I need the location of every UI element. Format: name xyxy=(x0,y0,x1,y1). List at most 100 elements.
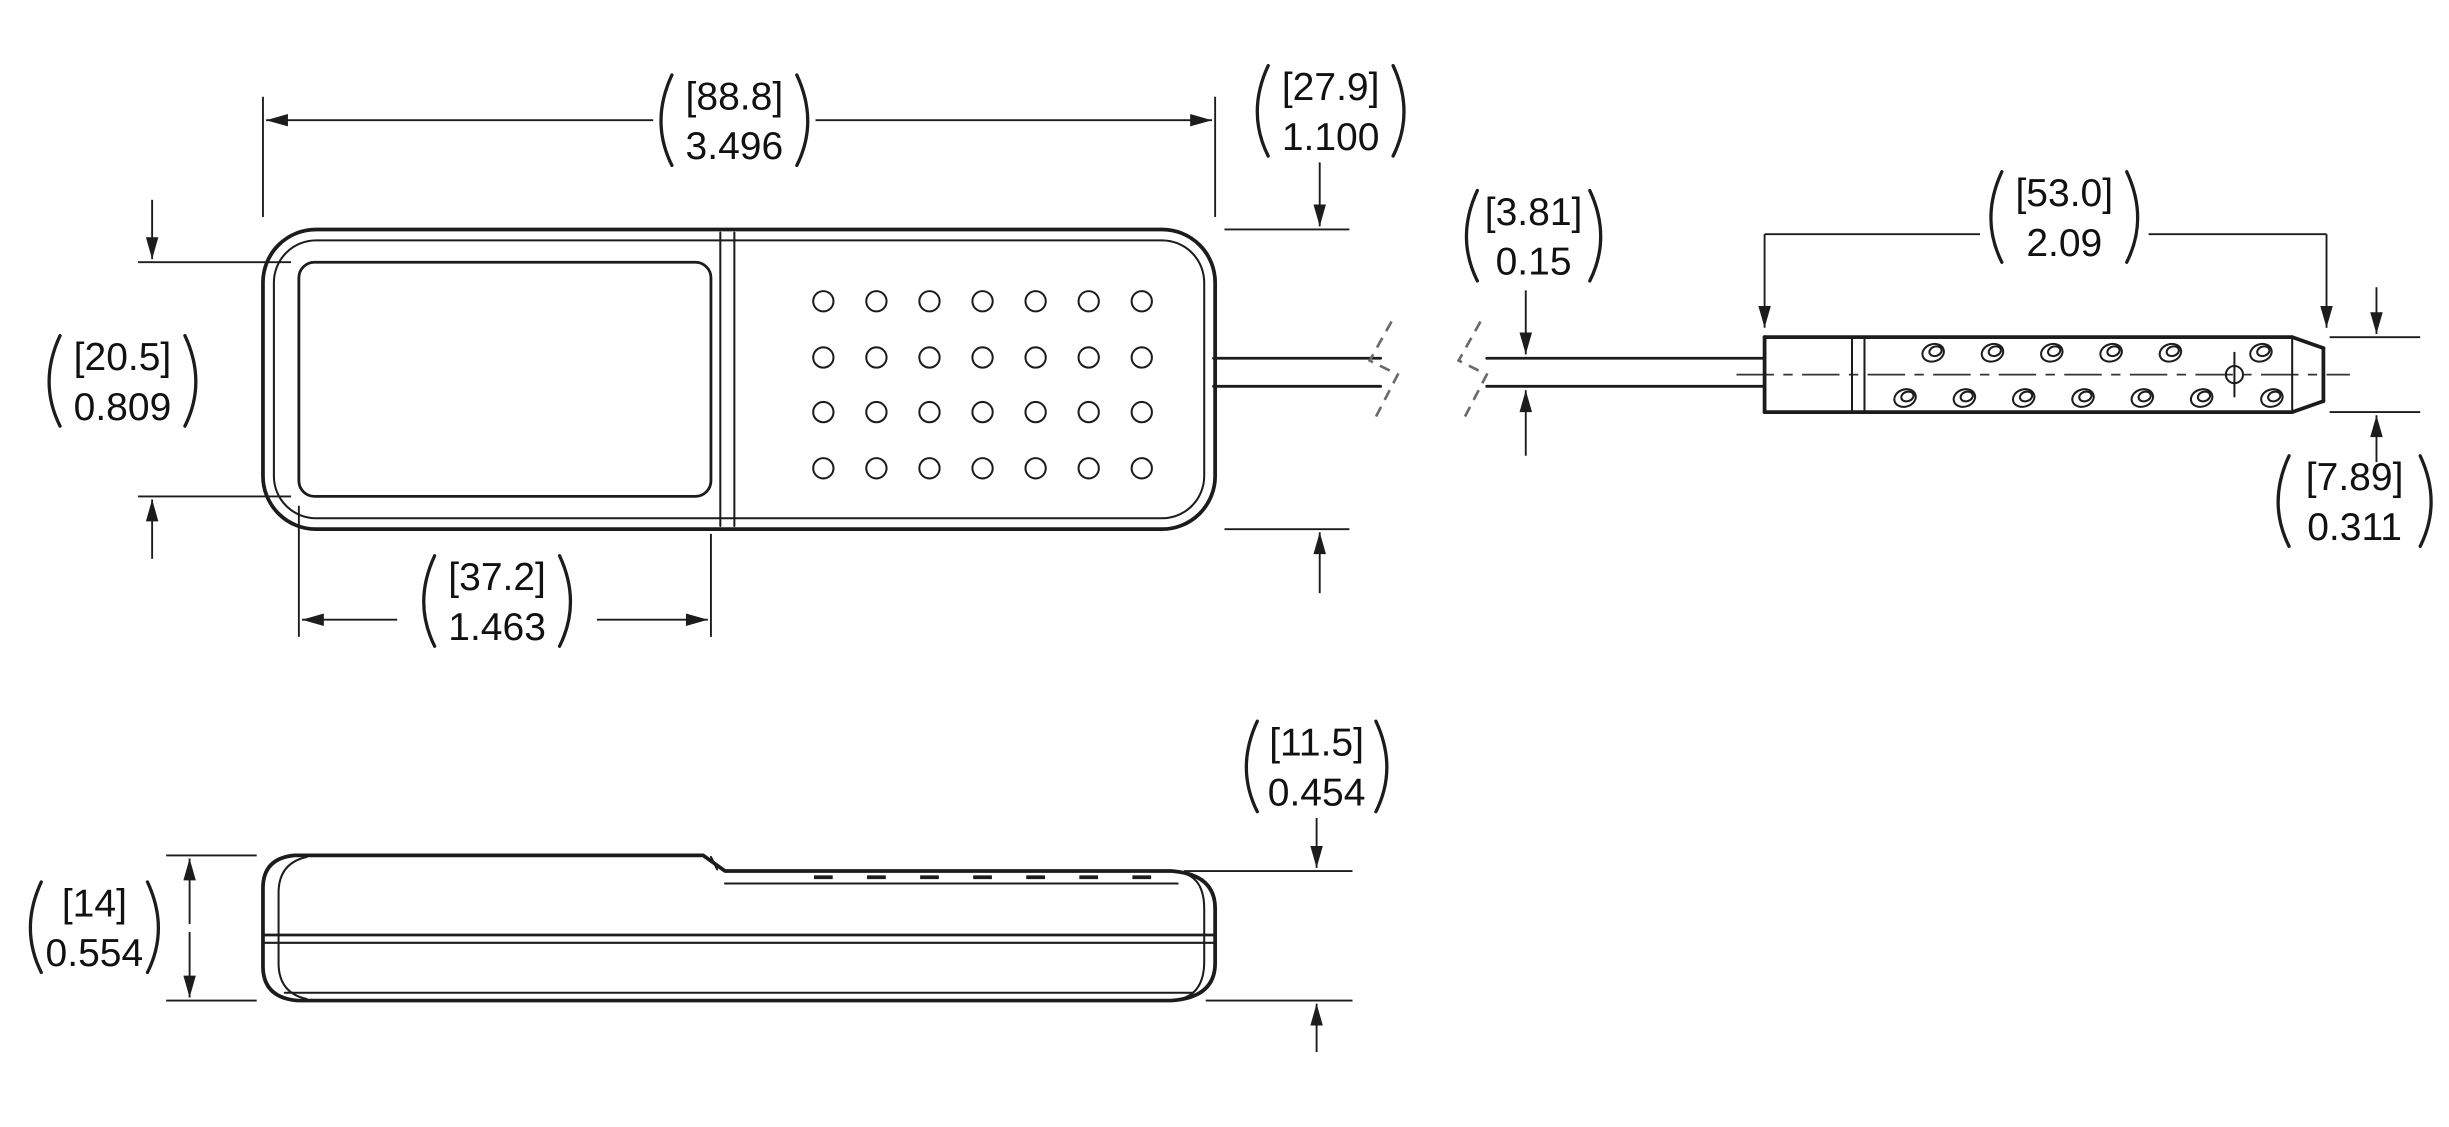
cable-break-left xyxy=(1367,320,1400,418)
speaker-hole xyxy=(812,290,835,313)
body-outline xyxy=(261,227,1218,532)
probe-hole xyxy=(1893,388,1917,408)
dim-upper-thickness: [11.5] 0.454 xyxy=(1183,719,1389,1053)
speaker-hole xyxy=(918,346,941,369)
probe-hole-inner xyxy=(2165,345,2180,358)
cable-diameter-in: 0.15 xyxy=(1496,241,1572,284)
dim-overall-length-label: [88.8] 3.496 xyxy=(659,73,810,168)
probe-hole xyxy=(2099,342,2123,363)
cable-break-right xyxy=(1456,320,1489,418)
speaker-hole xyxy=(812,457,835,480)
probe-hole xyxy=(2071,388,2095,408)
speaker-hole xyxy=(1077,346,1100,369)
body-height-mm: [27.9] xyxy=(1282,66,1380,109)
probe-hole-inner xyxy=(1928,345,1943,358)
dim-cable-diameter-label: [3.81] 0.15 xyxy=(1464,188,1603,284)
speaker-hole xyxy=(971,457,994,480)
probe-hole-inner xyxy=(1987,345,2002,358)
side-outline xyxy=(261,853,1218,1003)
probe-hole xyxy=(2011,388,2036,408)
speaker-hole xyxy=(1130,457,1153,480)
probe-hole-inner xyxy=(2256,345,2271,358)
body-height-in: 1.100 xyxy=(1282,116,1380,159)
display-height-mm: [20.5] xyxy=(74,336,172,379)
side-step-line xyxy=(709,855,719,871)
dim-body-height-label: [27.9] 1.100 xyxy=(1255,63,1406,159)
speaker-hole xyxy=(1024,400,1047,424)
dim-overall-length: [88.8] 3.496 xyxy=(262,73,1217,217)
probe-hole-inner xyxy=(2078,390,2093,403)
speaker-hole xyxy=(1077,457,1100,480)
paren-left xyxy=(1989,170,2004,264)
speaker-hole xyxy=(971,290,994,313)
probe-hole-inner xyxy=(2106,345,2121,358)
speaker-hole xyxy=(1024,346,1047,369)
probe-hole-inner xyxy=(1900,390,1915,403)
body-inner-outline xyxy=(272,239,1206,520)
display-width-mm: [37.2] xyxy=(448,556,546,599)
paren-right xyxy=(557,554,573,648)
probe-hole xyxy=(2040,342,2064,363)
speaker-hole xyxy=(971,400,994,424)
speaker-hole xyxy=(1130,290,1153,313)
dim-cable-diameter: [3.81] 0.15 xyxy=(1464,188,1603,456)
speaker-hole xyxy=(1077,400,1100,424)
speaker-hole xyxy=(865,346,888,369)
speaker-hole-grid xyxy=(812,290,1153,480)
body-thickness-mm: [14] xyxy=(62,882,127,925)
paren-right xyxy=(1391,63,1406,158)
paren-right xyxy=(1588,188,1603,283)
paren-right xyxy=(2125,170,2140,264)
speaker-hole xyxy=(812,346,835,369)
upper-thickness-mm: [11.5] xyxy=(1269,721,1364,764)
paren-left xyxy=(2276,454,2291,548)
paren-left xyxy=(1464,188,1480,283)
probe-hole xyxy=(1921,342,1945,363)
probe-hole-inner xyxy=(2047,345,2062,358)
paren-right xyxy=(795,73,810,168)
speaker-hole xyxy=(865,400,888,424)
display-width-in: 1.463 xyxy=(448,606,546,649)
probe-hole xyxy=(1952,388,1977,408)
paren-left xyxy=(422,554,437,648)
dim-probe-diameter-label: [7.89] 0.311 xyxy=(2276,454,2433,549)
speaker-hole xyxy=(918,457,941,480)
side-left-cap-line xyxy=(277,855,308,1001)
upper-thickness-in: 0.454 xyxy=(1268,771,1366,814)
paren-right xyxy=(183,333,198,428)
dim-display-width-label: [37.2] 1.463 xyxy=(422,554,573,649)
paren-left xyxy=(659,73,674,168)
speaker-hole xyxy=(918,290,941,313)
dim-probe-diameter: [7.89] 0.311 xyxy=(2276,287,2433,549)
overall-length-mm: [88.8] xyxy=(686,75,784,118)
probe-hole xyxy=(1980,342,2005,363)
probe-hole-grid xyxy=(1893,342,2284,408)
paren-left xyxy=(1244,719,1259,814)
dim-display-width: [37.2] 1.463 xyxy=(297,505,712,649)
dim-probe-length-label: [53.0] 2.09 xyxy=(1989,170,2140,265)
speaker-hole xyxy=(812,400,835,424)
top-view xyxy=(261,227,1218,532)
body-thickness-in: 0.554 xyxy=(46,932,144,975)
dim-upper-thickness-label: [11.5] 0.454 xyxy=(1244,719,1389,814)
side-view xyxy=(261,853,1218,1003)
speaker-hole xyxy=(918,400,941,424)
speaker-hole xyxy=(1077,290,1100,313)
probe-hole xyxy=(2158,342,2183,363)
probe-hole xyxy=(2130,388,2155,408)
cable xyxy=(1212,320,1766,418)
probe-hole-inner xyxy=(2196,390,2212,403)
dim-display-height: [20.5] 0.809 xyxy=(47,199,292,559)
probe-diameter-mm: [7.89] xyxy=(2306,456,2404,499)
speaker-hole xyxy=(1130,346,1153,369)
cable-diameter-mm: [3.81] xyxy=(1485,191,1583,234)
probe-length-mm: [53.0] xyxy=(2015,172,2113,215)
speaker-hole xyxy=(1130,400,1153,424)
dim-display-height-label: [20.5] 0.809 xyxy=(47,333,198,429)
speaker-hole xyxy=(971,346,994,369)
paren-left xyxy=(47,333,62,428)
paren-left xyxy=(1255,63,1270,158)
dim-body-height: [27.9] 1.100 xyxy=(1224,63,1406,594)
paren-right xyxy=(145,880,161,975)
